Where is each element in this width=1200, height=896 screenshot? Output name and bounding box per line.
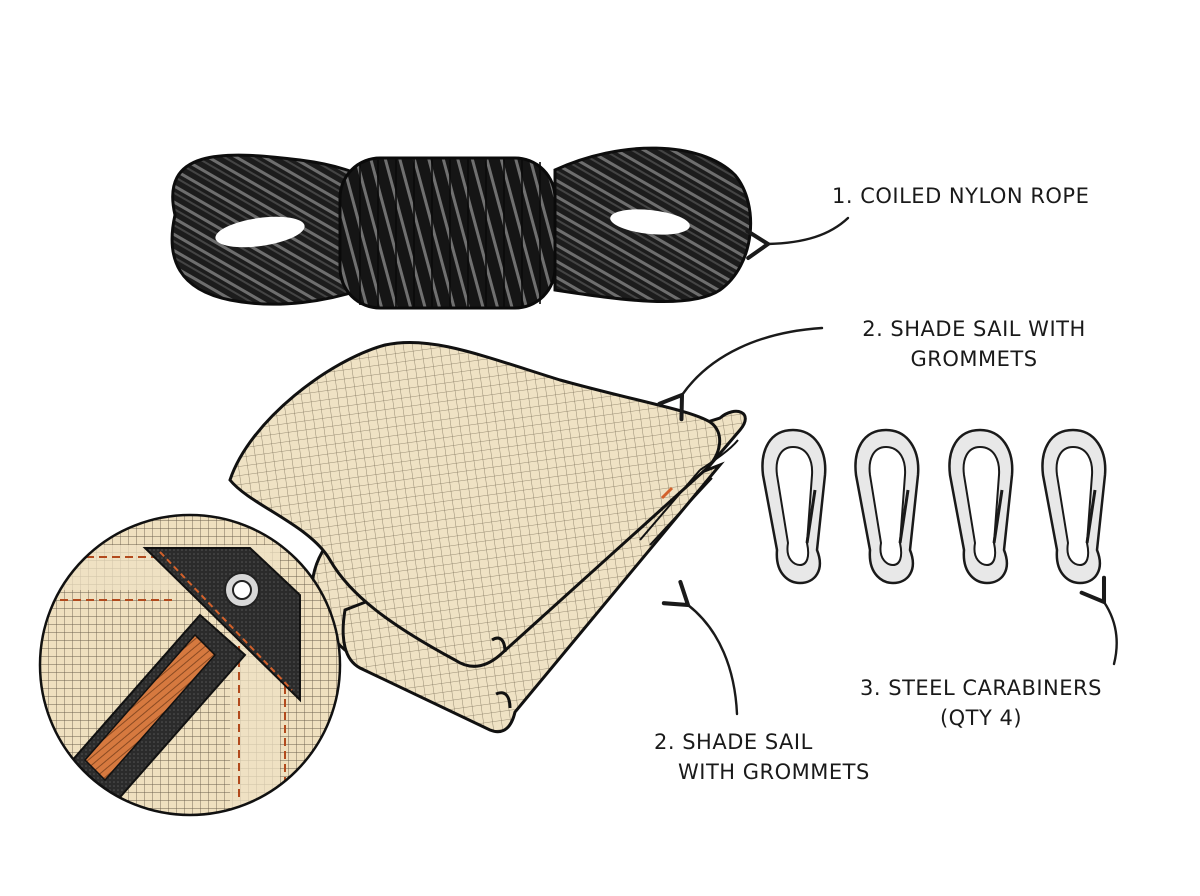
grommet-detail-inset <box>38 513 342 817</box>
label-sail-top-line2: GROMMETS <box>910 347 1038 371</box>
label-carabiners: 3. STEEL CARABINERS (QTY 4) <box>850 673 1112 733</box>
coiled-rope-illustration <box>170 146 753 310</box>
carabiner <box>761 428 827 585</box>
carabiner <box>948 428 1014 585</box>
label-carabiners-line2: (QTY 4) <box>939 706 1023 730</box>
arrow-to-sail-bottom <box>661 579 739 716</box>
label-sail-top-line1: 2. SHADE SAIL WITH <box>862 317 1086 341</box>
arrow-to-rope <box>745 216 850 260</box>
label-carabiners-line1: 3. STEEL CARABINERS <box>860 676 1102 700</box>
carabiner <box>854 428 920 585</box>
label-sail-bottom: 2. SHADE SAIL WITH GROMMETS <box>654 727 870 787</box>
label-sail-top: 2. SHADE SAIL WITH GROMMETS <box>834 314 1114 374</box>
arrow-to-carabiners <box>1079 575 1118 666</box>
shade-sail-illustration <box>228 340 747 734</box>
label-sail-bottom-line1: 2. SHADE SAIL <box>654 730 813 754</box>
label-rope: 1. COILED NYLON ROPE <box>832 181 1089 211</box>
callout-arrows <box>657 216 1118 716</box>
label-rope-line1: 1. COILED NYLON ROPE <box>832 184 1090 208</box>
carabiner <box>1041 428 1107 585</box>
arrow-to-sail-top <box>657 326 824 422</box>
label-sail-bottom-line2: WITH GROMMETS <box>678 760 870 784</box>
carabiners-illustration <box>761 428 1107 585</box>
